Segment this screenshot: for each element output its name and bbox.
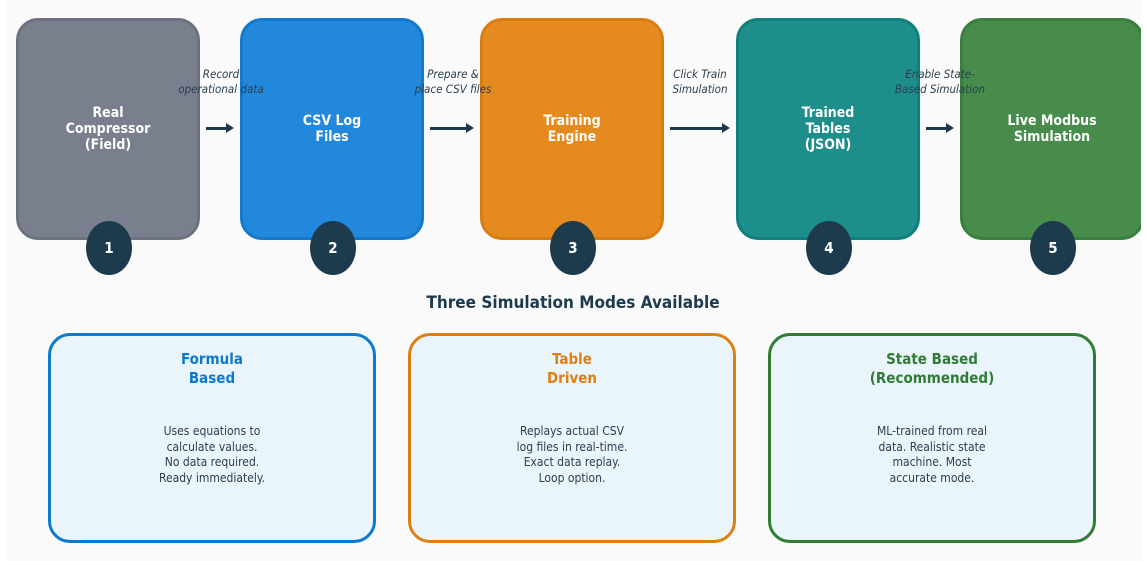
stage-csv-log-files: CSV Log Files — [240, 18, 424, 240]
stage-live-modbus-simulation: Live Modbus Simulation — [960, 18, 1141, 240]
step-caption: Enable State- Based Simulation — [894, 67, 986, 96]
mode-description: ML-trained from real data. Realistic sta… — [876, 424, 987, 485]
mode-card-table-driven: Table Driven Replays actual CSV log file… — [408, 333, 736, 543]
stage-label: CSV Log Files — [302, 113, 362, 145]
diagram-canvas: Real Compressor (Field) CSV Log Files Tr… — [5, 0, 1141, 561]
section-title: Three Simulation Modes Available — [426, 293, 720, 313]
mode-title: Table Driven — [546, 350, 598, 387]
step-badge-4: 4 — [806, 221, 852, 275]
stage-label: Training Engine — [543, 113, 601, 145]
mode-description: Uses equations to calculate values. No d… — [158, 424, 266, 485]
step-badge-5: 5 — [1030, 221, 1076, 275]
mode-title: Formula Based — [181, 350, 243, 387]
stage-label: Real Compressor (Field) — [65, 105, 151, 153]
flow-arrow-1 — [206, 123, 234, 133]
step-badge-1: 1 — [86, 221, 132, 275]
flow-arrow-4 — [926, 123, 954, 133]
stage-real-compressor: Real Compressor (Field) — [16, 18, 200, 240]
step-caption: Prepare & place CSV files — [414, 67, 492, 96]
mode-card-formula-based: Formula Based Uses equations to calculat… — [48, 333, 376, 543]
stage-training-engine: Training Engine — [480, 18, 664, 240]
step-caption: Click Train Simulation — [672, 67, 728, 96]
mode-description: Replays actual CSV log files in real-tim… — [516, 424, 628, 485]
stage-label: Trained Tables (JSON) — [801, 105, 855, 153]
step-badge-2: 2 — [310, 221, 356, 275]
flow-arrow-3 — [670, 123, 730, 133]
flow-arrow-2 — [430, 123, 474, 133]
stage-trained-tables: Trained Tables (JSON) — [736, 18, 920, 240]
stage-label: Live Modbus Simulation — [1007, 113, 1097, 145]
mode-card-state-based: State Based (Recommended) ML-trained fro… — [768, 333, 1096, 543]
step-badge-3: 3 — [550, 221, 596, 275]
mode-title: State Based (Recommended) — [869, 350, 995, 387]
step-caption: Record operational data — [178, 67, 264, 96]
